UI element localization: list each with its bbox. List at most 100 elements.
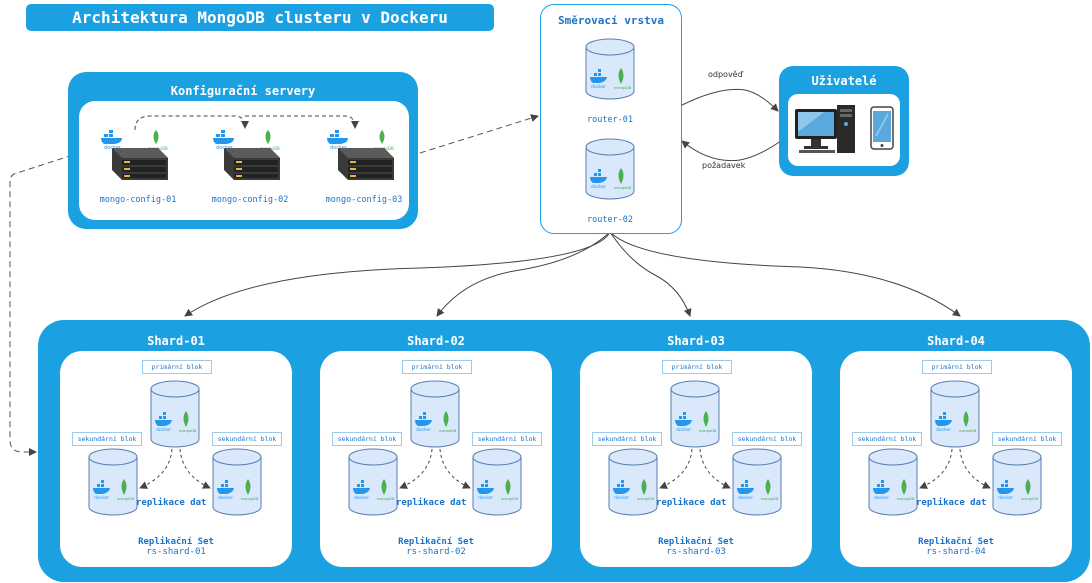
svg-text:docker: docker: [156, 427, 171, 433]
svg-text:docker: docker: [874, 495, 889, 501]
router-to-shard-02-edge: [436, 231, 611, 317]
replica-set-title: Replikační Set: [398, 537, 474, 547]
database-cylinder-icon: docker mongoDB: [992, 448, 1042, 516]
shard-title: Shard-04: [927, 334, 985, 348]
users-inner: [788, 94, 900, 166]
docker-logo-icon: docker: [353, 480, 370, 501]
router-to-shard-01-edge: [184, 231, 611, 317]
server-rack-icon: docker mongoDB: [327, 130, 394, 180]
replication-links: [399, 448, 471, 489]
config-servers-title: Konfigurační servery: [170, 84, 316, 98]
replica-set-name: rs-shard-03: [666, 547, 726, 557]
primary-node: docker mongoDB: [410, 380, 460, 452]
mongodb-leaf-icon: mongoDB: [260, 130, 280, 151]
svg-text:mongoDB: mongoDB: [501, 497, 519, 501]
primary-block-tag: primární blok: [662, 360, 732, 374]
database-cylinder-icon: docker mongoDB: [930, 380, 980, 448]
svg-text:docker: docker: [218, 495, 233, 501]
config-to-shard-edge: [9, 151, 83, 456]
docker-logo-icon: docker: [997, 480, 1014, 501]
secondary-node: docker mongoDB: [88, 448, 138, 520]
mongodb-leaf-icon: mongoDB: [1021, 479, 1039, 501]
svg-text:docker: docker: [676, 427, 691, 433]
docker-logo-icon: docker: [737, 480, 754, 501]
docker-logo-icon: docker: [935, 412, 952, 433]
primary-node: docker mongoDB: [670, 380, 720, 452]
mongodb-leaf-icon: mongoDB: [241, 479, 259, 501]
router-node: docker mongoDB router-02: [585, 138, 635, 233]
config-server-node: docker mongoDB mongo-config-01: [98, 128, 178, 208]
mongodb-leaf-icon: mongoDB: [501, 479, 519, 501]
secondary-block-tag: sekundární blok: [72, 432, 142, 446]
mongodb-leaf-icon: mongoDB: [637, 479, 655, 501]
mongodb-leaf-icon: mongoDB: [614, 168, 632, 190]
svg-text:mongoDB: mongoDB: [614, 86, 632, 90]
database-cylinder-icon: docker mongoDB: [585, 38, 635, 100]
svg-text:mongoDB: mongoDB: [377, 497, 395, 501]
docker-logo-icon: docker: [101, 130, 122, 151]
svg-text:docker: docker: [591, 184, 606, 190]
config-server-node: docker mongoDB mongo-config-03: [324, 128, 404, 208]
svg-text:mongoDB: mongoDB: [637, 497, 655, 501]
docker-logo-icon: docker: [873, 480, 890, 501]
users-panel: Uživatelé: [779, 66, 909, 176]
svg-text:mongoDB: mongoDB: [241, 497, 259, 501]
config-server-label: mongo-config-03: [325, 195, 403, 205]
shard-group: Shard-01 primární blok sekundární blok s…: [60, 320, 292, 582]
docker-logo-icon: docker: [477, 480, 494, 501]
primary-block-tag: primární blok: [922, 360, 992, 374]
replica-set-name: rs-shard-04: [926, 547, 986, 557]
mongodb-leaf-icon: mongoDB: [761, 479, 779, 501]
database-cylinder-icon: docker mongoDB: [732, 448, 782, 516]
mongodb-leaf-icon: mongoDB: [699, 411, 717, 433]
secondary-node: docker mongoDB: [212, 448, 262, 520]
request-edge: [681, 139, 783, 162]
mongodb-leaf-icon: mongoDB: [439, 411, 457, 433]
mongodb-leaf-icon: mongoDB: [179, 411, 197, 433]
svg-text:mongoDB: mongoDB: [1021, 497, 1039, 501]
request-edge-label: požadavek: [702, 161, 746, 170]
mongodb-leaf-icon: mongoDB: [374, 130, 394, 151]
secondary-block-tag: sekundární blok: [472, 432, 542, 446]
secondary-node: docker mongoDB: [608, 448, 658, 520]
database-cylinder-icon: docker mongoDB: [150, 380, 200, 448]
router-label: router-02: [586, 215, 634, 225]
secondary-node: docker mongoDB: [348, 448, 398, 520]
response-edge: [679, 88, 779, 112]
svg-text:mongoDB: mongoDB: [897, 497, 915, 501]
shard-title: Shard-03: [667, 334, 725, 348]
shard-title: Shard-02: [407, 334, 465, 348]
database-cylinder-icon: docker mongoDB: [868, 448, 918, 516]
users-title: Uživatelé: [811, 74, 877, 88]
svg-text:mongoDB: mongoDB: [761, 497, 779, 501]
svg-text:mongoDB: mongoDB: [179, 429, 197, 433]
primary-block-tag: primární blok: [142, 360, 212, 374]
primary-node: docker mongoDB: [930, 380, 980, 452]
svg-text:docker: docker: [354, 495, 369, 501]
svg-text:mongoDB: mongoDB: [117, 497, 135, 501]
smartphone-icon: [870, 106, 894, 150]
router-to-shard-03-edge: [609, 231, 692, 317]
docker-logo-icon: docker: [590, 169, 607, 190]
docker-logo-icon: docker: [675, 412, 692, 433]
secondary-block-tag: sekundární blok: [992, 432, 1062, 446]
docker-logo-icon: docker: [217, 480, 234, 501]
svg-text:docker: docker: [478, 495, 493, 501]
database-cylinder-icon: docker mongoDB: [608, 448, 658, 516]
replica-set-title: Replikační Set: [658, 537, 734, 547]
docker-logo-icon: docker: [613, 480, 630, 501]
mongodb-leaf-icon: mongoDB: [614, 68, 632, 90]
mongodb-leaf-icon: mongoDB: [959, 411, 977, 433]
mongodb-leaf-icon: mongoDB: [897, 479, 915, 501]
replica-set-title: Replikační Set: [918, 537, 994, 547]
primary-node: docker mongoDB: [150, 380, 200, 452]
docker-logo-icon: docker: [213, 130, 234, 151]
database-cylinder-icon: docker mongoDB: [88, 448, 138, 516]
mongodb-leaf-icon: mongoDB: [117, 479, 135, 501]
secondary-block-tag: sekundární blok: [852, 432, 922, 446]
replica-set-name: rs-shard-02: [406, 547, 466, 557]
svg-text:docker: docker: [614, 495, 629, 501]
replication-links: [139, 448, 211, 489]
svg-text:docker: docker: [998, 495, 1013, 501]
router-to-shard-04-edge: [609, 231, 961, 317]
